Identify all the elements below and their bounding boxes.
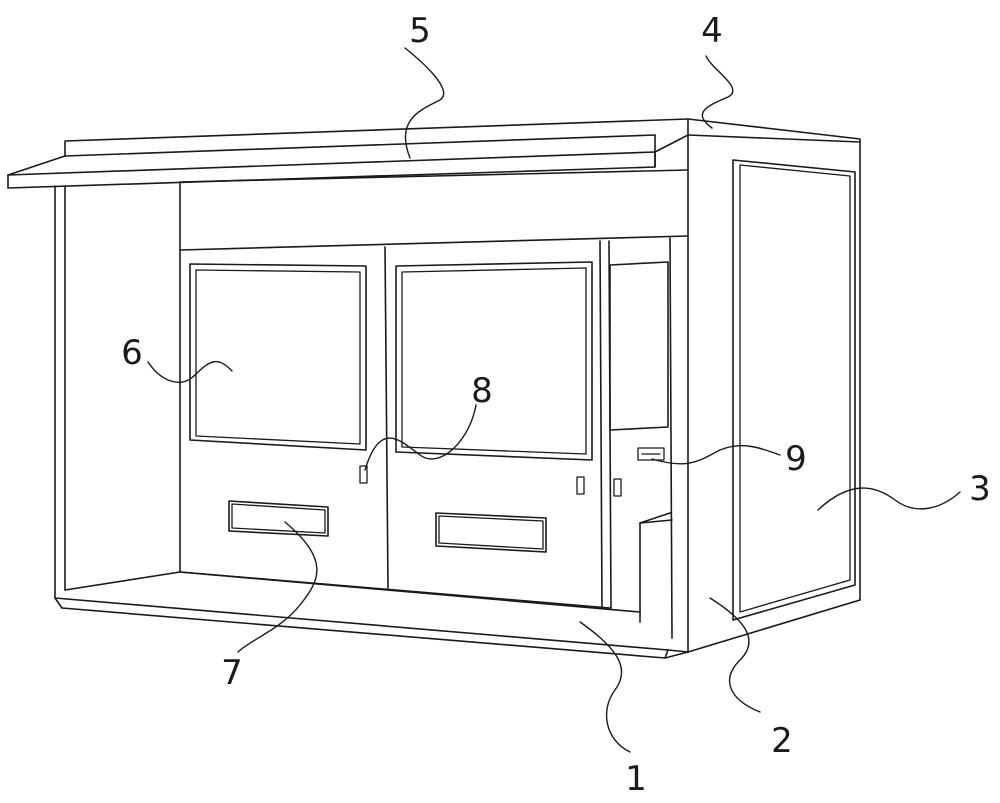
leader-1 [579, 621, 631, 753]
leader-5 [404, 47, 445, 159]
leader-4 [701, 55, 734, 129]
base-tray [54, 571, 689, 659]
display-window-left [189, 263, 367, 451]
label-2: 2 [771, 721, 793, 761]
touch-screen [609, 261, 669, 431]
top-panel [687, 118, 861, 143]
leader-6 [147, 361, 233, 383]
pickup-opening-left [228, 500, 329, 537]
card-reader [637, 447, 665, 461]
pickup-opening-middle [435, 512, 547, 553]
coin-slots [359, 465, 622, 497]
leader-7 [237, 521, 318, 653]
label-3: 3 [969, 469, 991, 509]
leader-3 [817, 487, 961, 511]
leader-8 [364, 404, 477, 471]
reference-numerals: 5 4 6 8 9 3 7 2 1 [121, 11, 991, 799]
label-7: 7 [221, 653, 243, 693]
leader-2 [709, 597, 761, 713]
label-5: 5 [409, 11, 431, 51]
right-side-cabinet [687, 134, 861, 653]
label-1: 1 [625, 759, 647, 799]
label-6: 6 [121, 333, 143, 373]
left-side-wall [54, 181, 181, 599]
label-9: 9 [785, 439, 807, 479]
leader-lines [147, 47, 961, 753]
label-4: 4 [701, 11, 723, 51]
display-window-middle [395, 261, 593, 461]
roof-canopy [7, 118, 689, 189]
front-panel [179, 169, 689, 639]
label-8: 8 [471, 371, 493, 411]
leader-9 [651, 445, 781, 465]
bin-box [639, 512, 673, 623]
side-door [732, 159, 856, 621]
